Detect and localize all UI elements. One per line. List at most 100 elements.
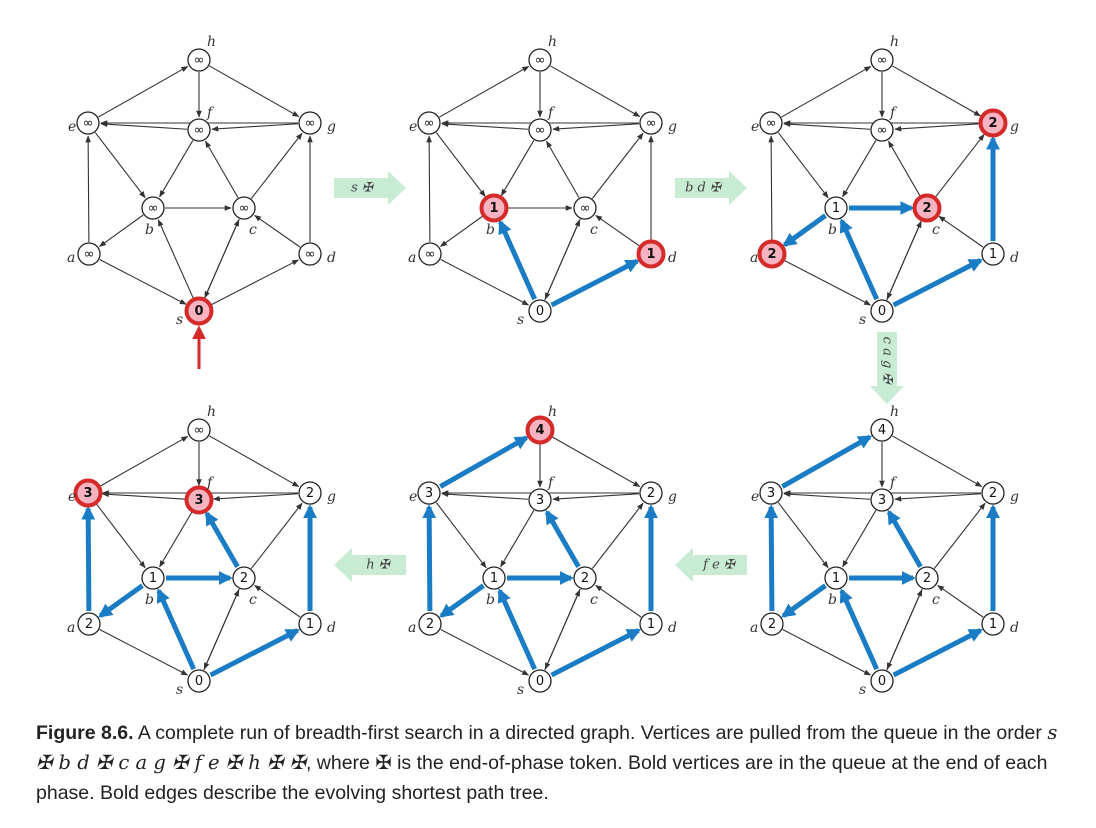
- tree-edge-s-d: [209, 628, 301, 678]
- edge-f-e: [441, 491, 529, 500]
- edge-g-f: [894, 493, 982, 502]
- vertex-g-distance: 2: [306, 486, 314, 501]
- edge-c-f: [205, 140, 239, 198]
- vertex-d-label: d: [327, 620, 336, 636]
- edge-d-c: [254, 584, 301, 618]
- vertex-s-distance: 0: [878, 304, 886, 319]
- edge-d-c: [595, 584, 642, 618]
- vertex-s-distance: 0: [878, 674, 886, 689]
- vertex-c: [232, 566, 256, 590]
- edge-a-e: [85, 135, 91, 243]
- caption-token: ✠: [375, 752, 392, 774]
- vertex-e-distance: 3: [425, 486, 433, 501]
- vertex-s-label: s: [176, 682, 183, 698]
- vertex-b-label: b: [828, 222, 837, 238]
- step-arrow-label: h ✠: [366, 558, 392, 573]
- vertex-c-label: c: [249, 592, 257, 608]
- step-arrow-shape: [675, 548, 747, 582]
- tree-edge-a-e: [764, 504, 779, 612]
- vertex-f-label: f: [547, 105, 556, 121]
- vertex-f-distance: 3: [536, 493, 544, 508]
- edge-c-s: [886, 588, 923, 670]
- edge-e-b: [777, 132, 829, 199]
- edge-d-c: [937, 584, 984, 618]
- vertex-f: [870, 118, 894, 142]
- vertex-f: [528, 118, 552, 142]
- vertex-b-distance: 1: [832, 571, 840, 586]
- vertex-e-label: e: [68, 119, 76, 135]
- vertex-f-label: f: [206, 475, 215, 491]
- vertex-f: [870, 488, 894, 512]
- edge-f-b: [500, 140, 535, 197]
- edge-c-g: [250, 132, 303, 199]
- vertex-a: [77, 242, 101, 266]
- vertex-d-label: d: [1010, 250, 1019, 266]
- vertex-h-label: h: [890, 34, 899, 50]
- edge-s-b: [157, 219, 194, 299]
- edge-s-d: [210, 259, 300, 306]
- vertex-h-distance: ∞: [535, 53, 546, 68]
- edge-h-g: [550, 65, 641, 118]
- vertex-f-distance: ∞: [535, 123, 546, 138]
- vertex-f-label: f: [889, 105, 898, 121]
- vertex-s-label: s: [517, 682, 524, 698]
- caption-sequence: s ✠ b d ✠ c a g ✠ f e ✠ h ✠ ✠: [36, 721, 1058, 774]
- vertex-h: [187, 48, 211, 72]
- vertex-e-label: e: [409, 119, 417, 135]
- edge-c-g: [591, 502, 644, 569]
- edge-f-b: [159, 140, 194, 198]
- vertex-g: [639, 111, 663, 135]
- edge-d-c: [254, 214, 301, 248]
- vertex-h-distance: 4: [535, 423, 544, 438]
- vertex-a-label: a: [408, 620, 416, 636]
- vertex-g-distance: 2: [989, 486, 997, 501]
- vertex-s: [870, 669, 894, 693]
- vertex-a-distance: ∞: [425, 247, 436, 262]
- edge-g-f: [212, 493, 299, 502]
- vertex-h-label: h: [207, 34, 216, 50]
- vertex-a: [77, 612, 101, 636]
- edge-c-g: [933, 502, 986, 569]
- edge-h-g: [209, 65, 300, 118]
- vertex-g-distance: 2: [988, 116, 997, 131]
- caption-text-1: A complete run of breadth-first search i…: [133, 722, 1048, 744]
- vertex-b: [824, 566, 848, 590]
- vertex-f-distance: ∞: [877, 123, 888, 138]
- vertex-e-label: e: [751, 489, 759, 505]
- tree-edge-b-a: [781, 583, 827, 618]
- step-arrow-4: f e ✠: [675, 548, 747, 582]
- edge-d-c: [595, 214, 641, 247]
- step-arrow-shape: [334, 171, 406, 205]
- vertex-e-label: e: [68, 489, 76, 505]
- tree-edge-s-d: [892, 258, 984, 308]
- vertex-h: [528, 48, 552, 72]
- tree-edge-s-b: [839, 588, 879, 671]
- vertex-e: [759, 111, 783, 135]
- vertex-c-distance: 2: [240, 571, 248, 586]
- vertex-b-label: b: [486, 592, 495, 608]
- vertex-h-label: h: [890, 404, 899, 420]
- vertex-d: [298, 612, 322, 636]
- edge-b-a: [98, 214, 144, 247]
- edge-f-e: [100, 121, 188, 130]
- vertex-g-label: g: [1010, 119, 1019, 135]
- edge-h-g: [209, 435, 300, 488]
- vertex-a: [757, 239, 787, 269]
- vertex-d-label: d: [668, 250, 677, 266]
- step-arrow-label: c a g ✠: [880, 337, 895, 386]
- vertex-e-distance: ∞: [83, 116, 94, 131]
- edge-e-b: [94, 132, 146, 199]
- tree-edge-e-h: [781, 434, 873, 489]
- step-arrow-2: b d ✠: [675, 171, 747, 205]
- edge-e-b: [777, 502, 829, 569]
- edge-f-e: [783, 491, 871, 500]
- vertex-g: [978, 108, 1008, 138]
- vertex-s-label: s: [176, 312, 183, 328]
- vertex-a-distance: ∞: [84, 247, 95, 262]
- edge-f-e: [101, 491, 186, 500]
- vertex-f-distance: ∞: [194, 123, 205, 138]
- edge-h-g: [551, 436, 641, 488]
